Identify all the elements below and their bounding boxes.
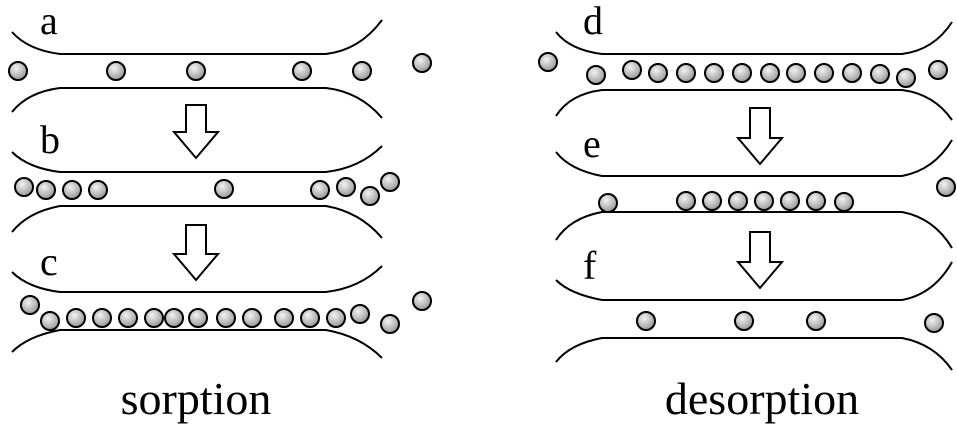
channel-c-lower-wall — [11, 329, 383, 359]
particle-c-6 — [144, 308, 164, 328]
particle-c-16 — [412, 291, 432, 311]
particle-c-15 — [380, 314, 400, 334]
particle-d-14 — [928, 60, 948, 80]
particle-a-2 — [106, 61, 126, 81]
particle-a-1 — [8, 61, 28, 81]
panel-label-a: a — [40, 0, 58, 43]
arrow-b-to-c — [171, 224, 221, 282]
channel-f-upper-wall — [555, 261, 953, 301]
particle-a-6 — [412, 53, 432, 73]
sorption-caption: sorption — [121, 373, 272, 424]
particle-e-8 — [834, 192, 854, 212]
particle-c-5 — [118, 308, 138, 328]
particle-b-6 — [310, 180, 330, 200]
particle-e-2 — [676, 191, 696, 211]
particle-d-2 — [586, 65, 606, 85]
particle-c-8 — [188, 308, 208, 328]
particle-d-7 — [732, 63, 752, 83]
arrow-e-to-f — [735, 231, 785, 290]
arrow-d-to-e — [735, 107, 785, 166]
particle-c-11 — [274, 308, 294, 328]
particle-c-4 — [92, 308, 112, 328]
particle-c-1 — [20, 295, 40, 315]
particle-a-4 — [292, 61, 312, 81]
particle-b-3 — [62, 180, 82, 200]
arrow-a-to-b — [171, 104, 221, 160]
desorption-channels — [555, 21, 953, 371]
particle-e-7 — [806, 191, 826, 211]
channel-b-lower-wall — [11, 205, 383, 239]
channel-b-upper-wall — [11, 145, 383, 173]
channel-e-upper-wall — [555, 139, 953, 177]
particle-a-5 — [352, 61, 372, 81]
panel-label-d: d — [583, 0, 603, 43]
particle-b-8 — [360, 186, 380, 206]
panel-labels: a b c d e f — [40, 0, 603, 288]
particle-d-9 — [786, 63, 806, 83]
channel-e-lower-wall — [555, 211, 953, 249]
particle-b-1 — [14, 177, 34, 197]
particle-b-4 — [88, 180, 108, 200]
desorption-caption: desorption — [665, 373, 859, 424]
particle-e-1 — [598, 193, 618, 213]
particle-d-5 — [676, 63, 696, 83]
particle-f-3 — [806, 311, 826, 331]
particle-e-4 — [728, 191, 748, 211]
particle-c-2 — [40, 311, 60, 331]
sorption-channels — [11, 19, 383, 359]
channel-d-upper-wall — [555, 21, 953, 55]
particle-c-3 — [66, 308, 86, 328]
particle-b-9 — [380, 172, 400, 192]
particle-c-14 — [350, 304, 370, 324]
process-arrows — [171, 104, 785, 290]
particle-f-1 — [636, 311, 656, 331]
panel-label-c: c — [40, 239, 58, 284]
particle-d-6 — [704, 63, 724, 83]
panel-label-f: f — [583, 243, 597, 288]
particle-d-13 — [896, 68, 916, 88]
channel-c-upper-wall — [11, 265, 383, 293]
particle-d-10 — [814, 63, 834, 83]
channel-d-lower-wall — [555, 89, 953, 121]
particle-c-13 — [326, 308, 346, 328]
particle-f-4 — [924, 313, 944, 333]
particle-d-11 — [842, 63, 862, 83]
particle-c-9 — [216, 308, 236, 328]
particle-b-5 — [214, 179, 234, 199]
particle-f-2 — [734, 311, 754, 331]
particle-c-12 — [300, 308, 320, 328]
particles — [8, 52, 956, 334]
particle-d-4 — [648, 63, 668, 83]
particle-e-9 — [936, 177, 956, 197]
particle-c-10 — [242, 308, 262, 328]
channel-f-lower-wall — [555, 337, 953, 371]
channel-a-lower-wall — [11, 87, 383, 119]
panel-label-e: e — [583, 121, 601, 166]
particle-e-6 — [780, 191, 800, 211]
particle-d-8 — [760, 63, 780, 83]
particle-e-3 — [702, 191, 722, 211]
particle-c-7 — [164, 308, 184, 328]
particle-a-3 — [186, 61, 206, 81]
particle-d-1 — [538, 52, 558, 72]
particle-b-7 — [336, 177, 356, 197]
channel-a-upper-wall — [11, 19, 383, 55]
panel-label-b: b — [40, 117, 60, 162]
particle-d-3 — [622, 60, 642, 80]
particle-b-2 — [36, 180, 56, 200]
particle-d-12 — [870, 64, 890, 84]
particle-e-5 — [754, 191, 774, 211]
